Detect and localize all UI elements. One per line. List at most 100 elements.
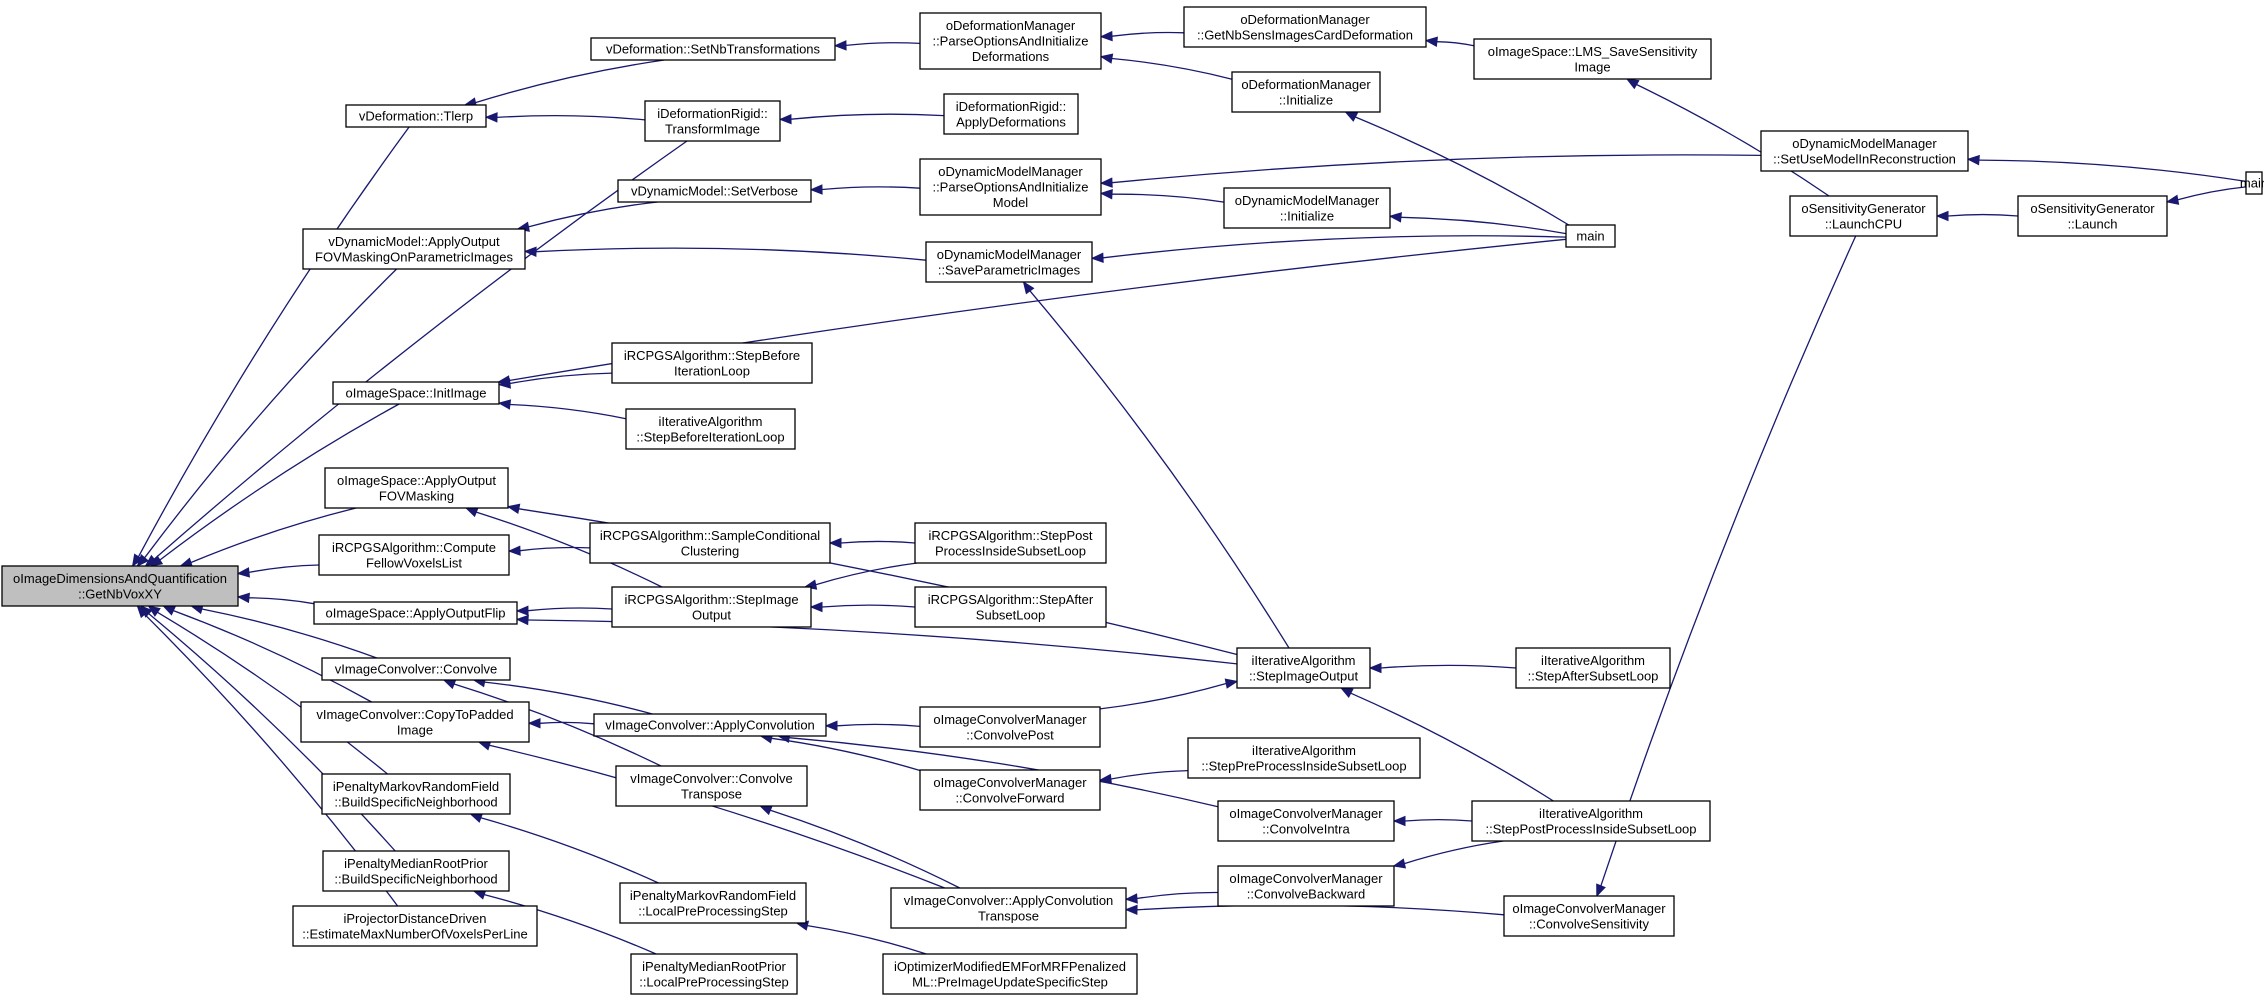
node-vdmApplyOutput[interactable]: vDynamicModel::ApplyOutputFOVMaskingOnPa…: [302, 228, 526, 270]
arrow-head: [1935, 210, 1949, 222]
node-oicmIntra[interactable]: oImageConvolverManager::ConvolveIntra: [1217, 800, 1395, 842]
node-mainMid[interactable]: main: [1565, 224, 1616, 248]
node-ircpgsSample[interactable]: iRCPGSAlgorithm::SampleConditionalCluste…: [589, 522, 831, 564]
node-oisFlip[interactable]: oImageSpace::ApplyOutputFlip: [313, 601, 518, 625]
node-ipmrpBuild[interactable]: iPenaltyMedianRootPrior::BuildSpecificNe…: [322, 850, 510, 892]
node-vdefSetNb[interactable]: vDeformation::SetNbTransformations: [590, 37, 836, 61]
node-box: [345, 104, 487, 128]
node-label: ::ConvolveSensitivity: [1529, 916, 1649, 931]
node-label: oDynamicModelManager: [1235, 193, 1380, 208]
node-odymSavePar[interactable]: oDynamicModelManager::SaveParametricImag…: [925, 241, 1093, 283]
node-iiaStepBefore[interactable]: iIterativeAlgorithm::StepBeforeIteration…: [625, 408, 796, 450]
node-idrTransform[interactable]: iDeformationRigid::TransformImage: [644, 100, 781, 142]
node-label: vDeformation::SetNbTransformations: [606, 42, 821, 57]
node-oicmPost[interactable]: oImageConvolverManager::ConvolvePost: [919, 706, 1101, 748]
node-idrApply[interactable]: iDeformationRigid::ApplyDeformations: [943, 93, 1079, 135]
node-root[interactable]: oImageDimensionsAndQuantification::GetNb…: [1, 565, 239, 607]
node-osgLaunch[interactable]: oSensitivityGenerator::Launch: [2017, 195, 2168, 237]
node-iiaStepImage[interactable]: iIterativeAlgorithm::StepImageOutput: [1236, 647, 1371, 689]
node-box: [1217, 800, 1395, 842]
node-vicApplyConvT[interactable]: vImageConvolver::ApplyConvolutionTranspo…: [890, 887, 1127, 929]
node-ipmrpLocal[interactable]: iPenaltyMedianRootPrior::LocalPreProcess…: [630, 953, 798, 995]
edge-ircpgsStepBefore-to-oisInit: [497, 372, 613, 389]
node-ircpgsStepBefore[interactable]: iRCPGSAlgorithm::StepBeforeIterationLoop: [611, 342, 813, 384]
node-label: iRCPGSAlgorithm::StepImage: [624, 592, 798, 607]
node-label: ::StepImageOutput: [1249, 668, 1359, 683]
node-label: ::ConvolvePost: [966, 727, 1054, 742]
node-label: ::EstimateMaxNumberOfVoxelsPerLine: [302, 926, 527, 941]
node-odymInit[interactable]: oDynamicModelManager::Initialize: [1223, 187, 1391, 229]
node-label: ::ConvolveIntra: [1262, 821, 1350, 836]
node-iiaStepPost[interactable]: iIterativeAlgorithm::StepPostProcessInsi…: [1471, 800, 1711, 842]
node-label: oDynamicModelManager: [937, 247, 1082, 262]
node-oisInit[interactable]: oImageSpace::InitImage: [332, 381, 500, 405]
arrow-head: [497, 399, 512, 410]
node-vicConvolve[interactable]: vImageConvolver::Convolve: [321, 657, 511, 681]
edge-vdefTlerp-to-root: [131, 126, 410, 568]
arrow-head: [506, 503, 521, 515]
node-label: IterationLoop: [674, 363, 750, 378]
node-box: [611, 342, 813, 384]
edge-mainMid-to-odymSavePar: [1090, 235, 1567, 264]
node-label: main: [2240, 176, 2264, 191]
edge-line: [484, 681, 653, 715]
node-odmGetNb[interactable]: oDeformationManager::GetNbSensImagesCard…: [1183, 6, 1427, 48]
node-ipmrfBuild[interactable]: iPenaltyMarkovRandomField::BuildSpecific…: [321, 773, 511, 815]
edge-idrTransform-to-vdefTlerp: [484, 112, 646, 123]
edge-line: [815, 562, 918, 586]
node-label: iRCPGSAlgorithm::StepPost: [928, 528, 1092, 543]
edge-iiaStepPost-to-oicmBackward: [1392, 840, 1504, 869]
node-oicmBackward[interactable]: oImageConvolverManager::ConvolveBackward: [1217, 865, 1395, 907]
node-label: vImageConvolver::CopyToPadded: [316, 707, 513, 722]
arrow-head: [149, 555, 164, 567]
node-label: ::LocalPreProcessingStep: [639, 974, 789, 989]
node-ircpgsStepPost[interactable]: iRCPGSAlgorithm::StepPostProcessInsideSu…: [914, 522, 1107, 564]
edge-line: [1102, 235, 1567, 259]
node-osgLaunchCPU[interactable]: oSensitivityGenerator::LaunchCPU: [1789, 195, 1938, 237]
node-label: iIterativeAlgorithm: [658, 414, 762, 429]
node-label: vDeformation::Tlerp: [359, 109, 473, 124]
node-label: ::StepPreProcessInsideSubsetLoop: [1201, 758, 1406, 773]
node-iiaStepAfter[interactable]: iIterativeAlgorithm::StepAfterSubsetLoop: [1515, 647, 1671, 689]
edge-line: [790, 113, 945, 120]
node-odmInit[interactable]: oDeformationManager::Initialize: [1231, 71, 1381, 113]
node-label: ::Initialize: [1280, 208, 1334, 223]
arrow-head: [1098, 773, 1112, 785]
node-label: iDeformationRigid::: [956, 99, 1067, 114]
node-ipmrfLocal[interactable]: iPenaltyMarkovRandomField::LocalPreProce…: [619, 882, 807, 924]
node-box: [1471, 800, 1711, 842]
node-vdefTlerp[interactable]: vDeformation::Tlerp: [345, 104, 487, 128]
node-odymParse[interactable]: oDynamicModelManager::ParseOptionsAndIni…: [919, 158, 1102, 216]
node-odmParseDef[interactable]: oDeformationManager::ParseOptionsAndInit…: [919, 12, 1102, 70]
edge-line: [519, 546, 591, 552]
node-box: [593, 713, 827, 737]
edge-line: [157, 611, 388, 775]
node-oicmForward[interactable]: oImageConvolverManager::ConvolveForward: [919, 769, 1101, 811]
edge-odmParseDef-to-vdefSetNb: [833, 40, 921, 51]
node-label: oDeformationManager: [1241, 77, 1371, 92]
edge-line: [475, 59, 665, 104]
node-iiaStepPre[interactable]: iIterativeAlgorithm::StepPreProcessInsid…: [1187, 737, 1421, 779]
node-vdmSetVerbose[interactable]: vDynamicModel::SetVerbose: [617, 179, 812, 203]
node-ipddEstimate[interactable]: iProjectorDistanceDriven::EstimateMaxNum…: [292, 905, 538, 947]
edge-mainMid-to-odymInit: [1388, 212, 1567, 235]
node-vicApplyConv[interactable]: vImageConvolver::ApplyConvolution: [593, 713, 827, 737]
node-label: ::LocalPreProcessingStep: [638, 903, 788, 918]
node-ircpgsStepImage[interactable]: iRCPGSAlgorithm::StepImageOutput: [611, 586, 812, 628]
node-oicmSens[interactable]: oImageConvolverManager::ConvolveSensitiv…: [1503, 895, 1675, 937]
node-mainTop[interactable]: main: [2240, 171, 2264, 195]
node-odymSetUse[interactable]: oDynamicModelManager::SetUseModelInRecon…: [1760, 130, 1969, 172]
node-ircpgsStepAfter[interactable]: iRCPGSAlgorithm::StepAfterSubsetLoop: [914, 586, 1107, 628]
node-ioptPre[interactable]: iOptimizerModifiedEMForMRFPenalizedML::P…: [882, 953, 1138, 995]
edge-odmInit-to-odmParseDef: [1099, 53, 1233, 80]
arrow-head: [1966, 154, 1980, 166]
node-box: [321, 657, 511, 681]
node-label: Image: [397, 722, 433, 737]
node-label: ::BuildSpecificNeighborhood: [334, 871, 497, 886]
